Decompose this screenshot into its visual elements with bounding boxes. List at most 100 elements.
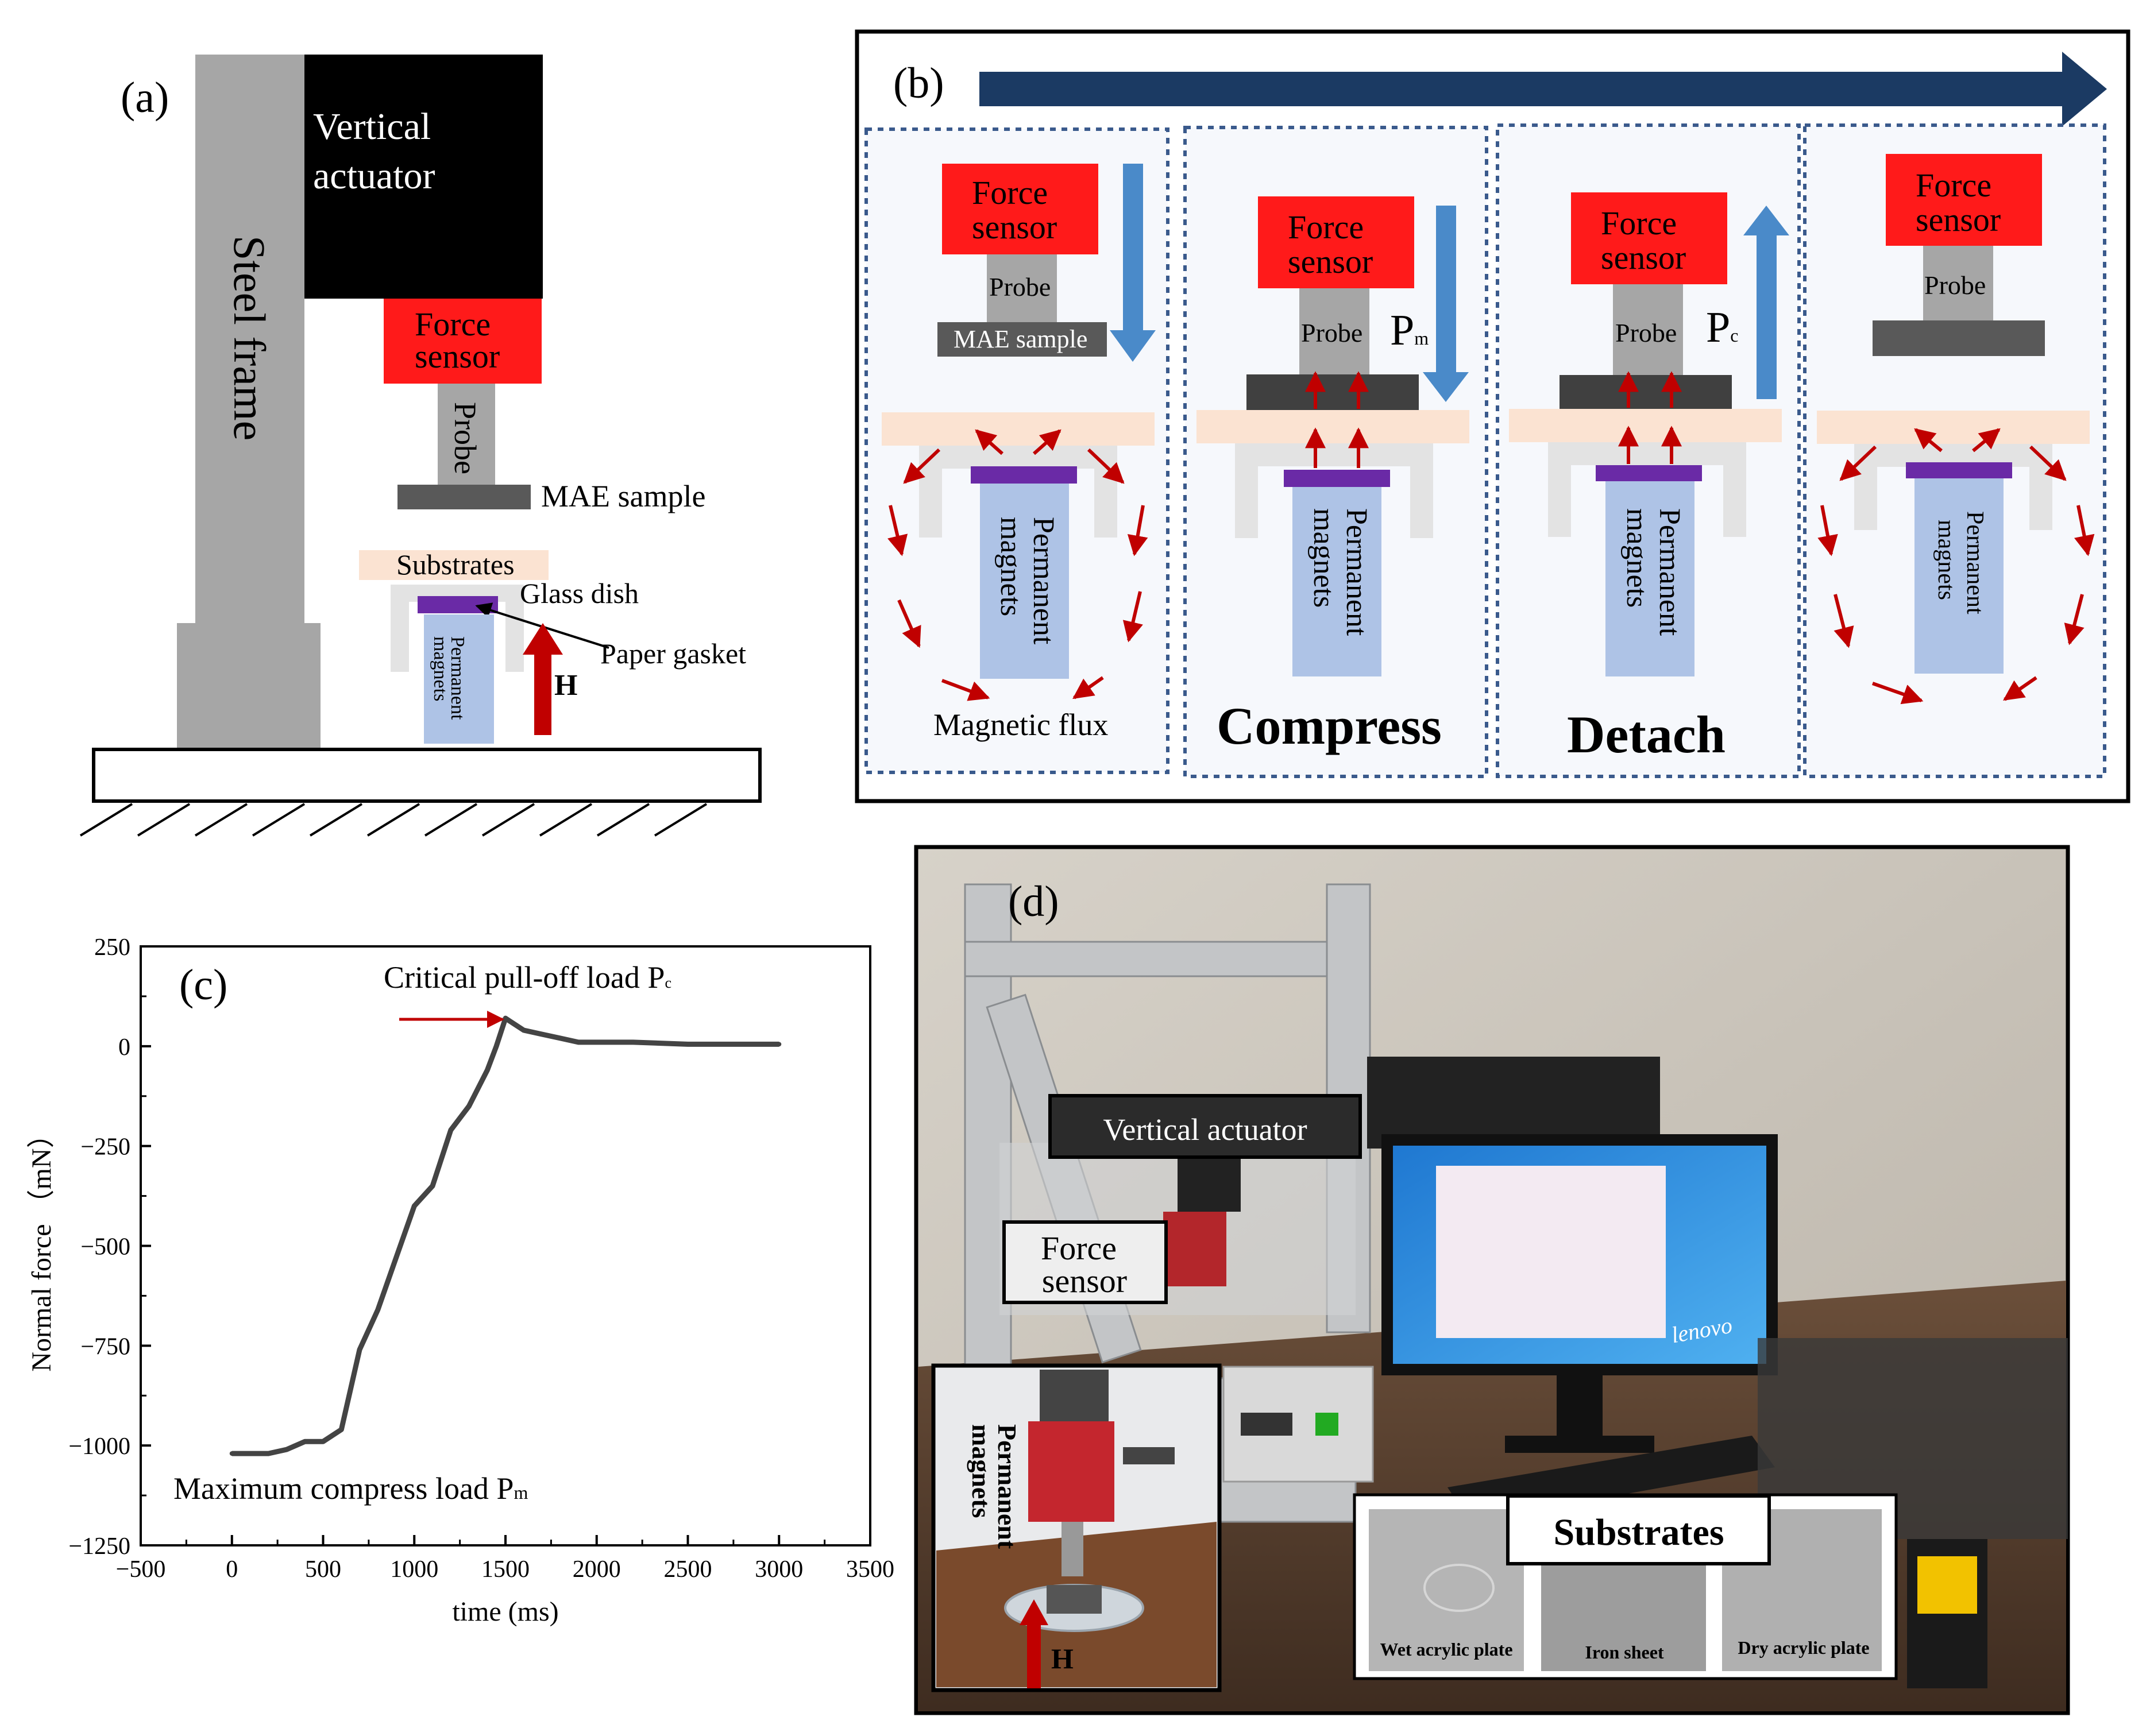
up-motion-arrow [1743, 206, 1789, 399]
compress-label: Compress [1217, 697, 1442, 755]
y-axis: 2500−250−500−750−1000−1250 [68, 934, 151, 1560]
data-point [321, 1439, 326, 1444]
substrate [1817, 411, 2090, 444]
force-sensor-label-1: Force [972, 174, 1048, 211]
magnets-label-2: magnets [1307, 508, 1340, 608]
flux-arrows [887, 429, 1148, 701]
data-point [494, 1043, 499, 1049]
mae-sample [937, 322, 1107, 357]
stage-compress: Force sensor Probe Pm Permanent magnets … [1183, 126, 1488, 778]
mae-sample [1560, 375, 1732, 409]
force-sensor-label-1: Force [1916, 167, 1991, 204]
magnets-label-2: magnets [430, 636, 451, 701]
permanent-magnets [1292, 487, 1381, 676]
substrate [882, 412, 1155, 446]
probe-label: Probe [1615, 318, 1677, 347]
field-arrow [523, 623, 563, 735]
down-motion-arrow [1423, 206, 1469, 402]
mae-sample [1246, 374, 1419, 410]
data-point [302, 1439, 307, 1444]
iron-sheet-label: Iron sheet [1585, 1642, 1664, 1662]
probe [1613, 284, 1683, 375]
y-tick-label: −1250 [68, 1533, 130, 1560]
magnets-label-1: Permanent [1653, 508, 1686, 636]
inset-substrates: Wet acrylic plate Iron sheet Dry acrylic… [1353, 1493, 1898, 1680]
glass-dish-label: Glass dish [520, 577, 639, 609]
y-tick-label: −500 [80, 1234, 130, 1261]
inset-field-label: H [1051, 1642, 1074, 1675]
data-point [558, 1035, 563, 1041]
detach-label: Detach [1567, 705, 1726, 764]
data-point [503, 1016, 508, 1021]
panel-b-label: (b) [893, 59, 944, 107]
panel-d-photo: lenovo (d) Vertical actuator Force senso… [914, 845, 2070, 1715]
mae-sample-label: MAE sample [541, 479, 705, 513]
data-point [412, 1203, 417, 1208]
min-annotation: Maximum compress load Pm [173, 1471, 528, 1506]
x-tick-label: 1000 [390, 1556, 438, 1583]
paper-gasket [418, 596, 498, 613]
force-sensor [942, 164, 1098, 254]
stage-approach: Force sensor Probe MAE sample Permanent … [864, 127, 1169, 774]
wet-acrylic-label: Wet acrylic plate [1380, 1639, 1512, 1660]
data-point [685, 1042, 690, 1047]
paper-gasket-label: Paper gasket [600, 637, 746, 670]
panel-b: (b) Force sensor Probe MAE sample Perman… [855, 29, 2130, 803]
paper-gasket [1284, 470, 1390, 487]
data-point [339, 1427, 344, 1432]
substrates-label: Substrates [396, 548, 515, 581]
data-point [466, 1104, 472, 1109]
probe [438, 384, 495, 486]
force-sensor-label-2: sensor [972, 208, 1057, 246]
panel-a-label: (a) [121, 74, 169, 122]
flux-arrows [1817, 428, 2095, 705]
flux-arrows [1618, 371, 1682, 464]
y-tick-label: −750 [80, 1333, 130, 1360]
process-flow-arrow [979, 52, 2107, 126]
probe [987, 254, 1057, 322]
dry-acrylic-label: Dry acrylic plate [1738, 1637, 1869, 1658]
probe-label: Probe [1301, 318, 1362, 347]
inset-field-arrow [1020, 1599, 1048, 1688]
mae-sample [1873, 320, 2045, 356]
actuator-label-1: Vertical [313, 106, 431, 148]
magnets-label-2: magnets [994, 517, 1027, 616]
y-axis-label: Normal force （mN） [26, 1120, 57, 1371]
data-point [485, 1068, 490, 1073]
base-plate [92, 748, 762, 803]
y-tick-label: 0 [118, 1034, 130, 1061]
magnets-label-1: Permanent [447, 636, 468, 720]
force-sensor [1571, 192, 1727, 284]
vertical-actuator-label: Vertical actuator [1103, 1112, 1307, 1147]
peak-annotation: Critical pull-off load Pc [384, 960, 671, 995]
substrate [1509, 409, 1782, 442]
data-point [393, 1255, 399, 1261]
x-tick-label: 0 [226, 1556, 238, 1583]
data-point [740, 1042, 745, 1047]
pm-label: Pm [1390, 306, 1429, 354]
ground-hatching [79, 803, 708, 837]
paper-gasket [1596, 465, 1702, 481]
substrate [1196, 410, 1469, 443]
pc-label: Pc [1706, 303, 1738, 351]
flux-arrows [1305, 371, 1369, 468]
paper-gasket [1906, 462, 2012, 478]
mae-sample-label: MAE sample [954, 325, 1087, 353]
magnets-label-1: Permanent [1027, 517, 1060, 645]
data-point [631, 1039, 636, 1045]
data-point [777, 1042, 782, 1047]
sensor-hardware [1163, 1212, 1226, 1286]
force-sensor-label-1: Force [1601, 204, 1677, 242]
stage-separated: Force sensor Probe Permanent magnets [1803, 123, 2106, 778]
x-tick-label: 500 [305, 1556, 341, 1583]
magnets-label-2: magnets [1933, 520, 1959, 600]
force-sensor-callout [1002, 1220, 1168, 1304]
probe [1299, 288, 1369, 374]
substrates-label: Substrates [1553, 1511, 1724, 1553]
y-tick-label: 250 [94, 934, 130, 961]
data-point [576, 1039, 581, 1045]
magnets-label-1: Permanent [1962, 511, 1988, 614]
magnets-label-1: Permanent [1340, 508, 1373, 636]
